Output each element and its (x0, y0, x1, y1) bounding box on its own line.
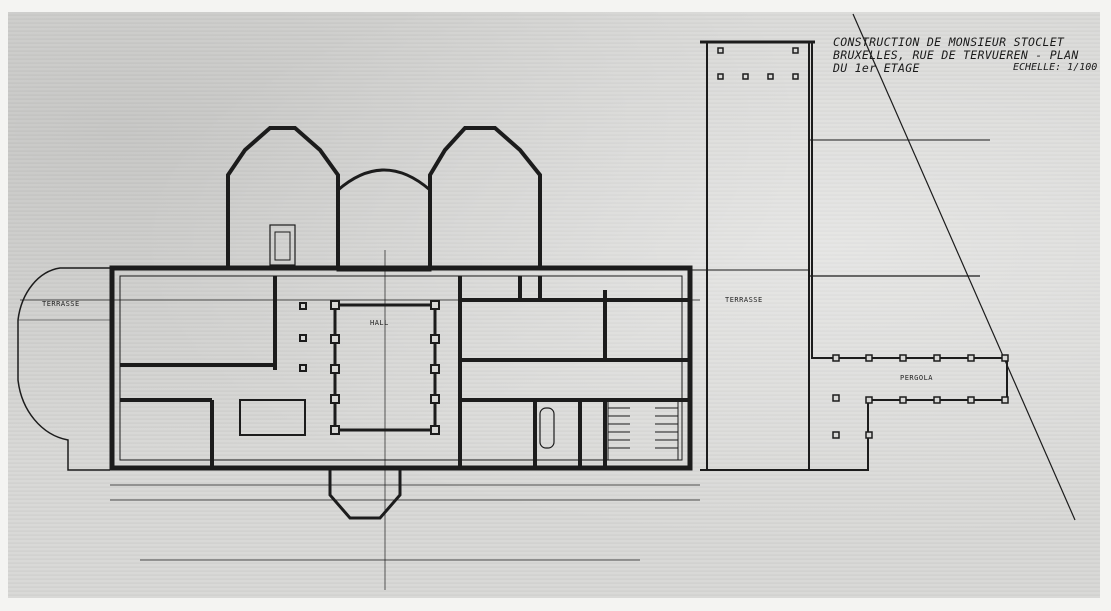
center-alcove (336, 168, 432, 272)
left-terrace-outline (17, 267, 110, 471)
pergola-posts (832, 354, 1009, 439)
inner-wall-line (119, 275, 683, 461)
pergola-outline (700, 42, 1008, 471)
label-pergola: PERGOLA (900, 374, 934, 382)
dimension-lines (20, 250, 700, 590)
bathtub (539, 407, 555, 449)
left-bay-fixture-inner (274, 231, 291, 261)
left-bay-fixture (269, 224, 296, 266)
property-boundary-line (852, 13, 1076, 521)
label-hall: HALL (370, 319, 389, 327)
terrace-posts (717, 47, 799, 80)
bottom-bay-window (328, 468, 402, 520)
label-terrace-right: TERRASSE (725, 296, 763, 304)
staircase (607, 399, 679, 461)
left-bay-window (226, 126, 340, 270)
right-terrace-outline (706, 41, 810, 471)
title-line-2: BRUXELLES, RUE DE TERVUEREN - PLAN (833, 48, 1079, 62)
label-terrace-left: TERRASSE (42, 300, 80, 308)
columns (299, 300, 440, 435)
title-line-3: DU 1er ETAGE (833, 61, 920, 75)
title-line-1: CONSTRUCTION DE MONSIEUR STOCLET (833, 35, 1065, 49)
small-room (239, 399, 306, 436)
right-bay-window (428, 126, 542, 270)
title-block: CONSTRUCTION DE MONSIEUR STOCLET BRUXELL… (833, 36, 1079, 75)
scale-label: ECHELLE: 1/100 (1013, 62, 1098, 73)
